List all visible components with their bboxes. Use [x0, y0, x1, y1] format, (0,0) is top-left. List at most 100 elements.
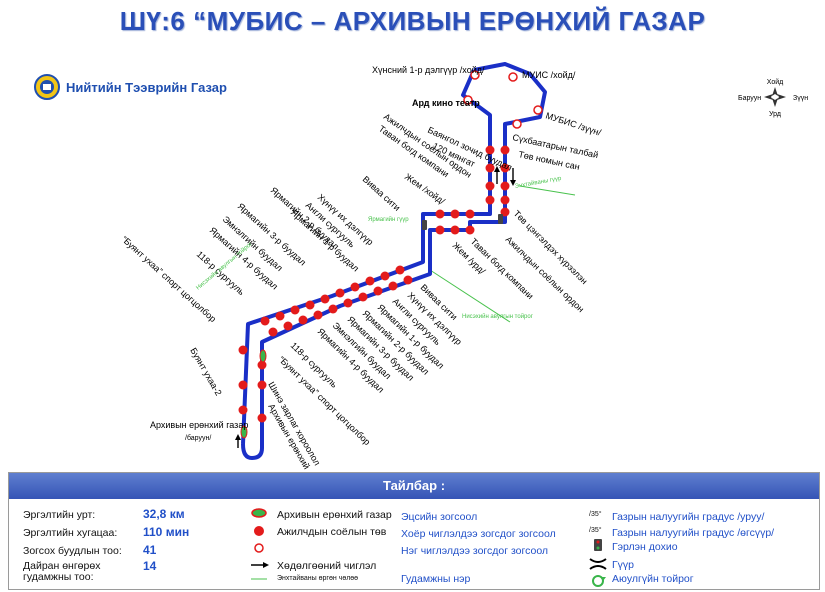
stop-marker	[395, 265, 405, 275]
legend-crossings-label: Дайран өнгөрөх гудамжны тоо:	[23, 560, 101, 583]
stop-label: Жем /хойд/	[403, 171, 447, 206]
green-street-line	[519, 185, 576, 196]
stop-marker	[435, 209, 445, 219]
stop-marker	[485, 181, 495, 191]
stop-label: МУИС /хойд/	[522, 70, 576, 80]
organization-brand: Нийтийн Тээврийн Газар	[34, 74, 227, 100]
stop-marker	[500, 195, 510, 205]
stop-label: Виваа сити	[361, 174, 403, 213]
legend-symbols-2	[589, 539, 607, 587]
legend-slope-down: Газрын налуугийн градус /өгсүүр/	[612, 527, 775, 539]
compass-arrow-icon	[764, 87, 786, 107]
compass-rose: Хойд Урд Баруун Зүүн	[738, 78, 808, 118]
stop-marker	[500, 145, 510, 155]
legend-stop-type-2: Хоёр чиглэлдээ зогсдог зогсоол	[401, 528, 556, 540]
legend-stop-type-1: Эцсийн зогсоол	[401, 511, 478, 523]
stop-marker	[380, 271, 390, 281]
stop-marker	[305, 300, 315, 310]
legend-stops-value: 41	[143, 543, 157, 557]
stop-marker	[335, 288, 345, 298]
traffic-light-icon	[594, 539, 602, 551]
route-loop-end	[241, 443, 264, 461]
stop-label: Ард кино театр	[412, 98, 480, 108]
stop-marker	[365, 276, 375, 286]
compass-south: Урд	[769, 111, 781, 118]
stop-marker	[238, 380, 248, 390]
route-map: Хүнсний 1-р дэлгүүр /хойд/ МУИС /хойд/ М…	[120, 62, 603, 470]
one-direction-stops	[463, 70, 543, 129]
legend-main-stop: Ажилчдын соёлын төв	[277, 526, 387, 538]
legend-street-name: Гудамжны нэр	[401, 573, 471, 585]
stop-marker	[485, 195, 495, 205]
stop-marker	[257, 360, 267, 370]
organization-logo-icon	[34, 74, 60, 100]
legend-bridge: Гүүр	[612, 559, 635, 571]
open-stop-icon	[254, 543, 264, 553]
stop-marker	[257, 413, 267, 423]
terminal-label: Архивын ерөнхий газар	[150, 420, 248, 430]
stop-marker	[403, 275, 413, 285]
stop-marker	[290, 305, 300, 315]
stop-marker	[343, 298, 353, 308]
legend-slope-up: Газрын налуугийн градус /уруу/	[612, 511, 765, 523]
stops-layer	[238, 145, 510, 423]
stop-marker	[260, 316, 270, 326]
one-direction-stop	[508, 72, 518, 82]
stop-marker	[350, 282, 360, 292]
one-direction-stop	[463, 95, 473, 105]
street-annotation: Нисэхийн авулгын тойрог	[462, 313, 534, 320]
stop-marker	[465, 209, 475, 219]
slope-up-icon: /35°	[589, 511, 602, 518]
stop-marker	[313, 310, 323, 320]
green-street-line	[429, 269, 511, 323]
stop-marker	[238, 345, 248, 355]
stop-marker	[485, 163, 495, 173]
one-direction-stop	[470, 70, 480, 80]
stop-label: МУБИС /зүүн/	[544, 110, 602, 137]
street-annotation: Ярмагийн гүүр	[368, 216, 409, 223]
terminal-stop	[259, 349, 267, 363]
stop-marker	[465, 225, 475, 235]
terminal-icon	[251, 508, 267, 518]
stop-label: Буянт ухаа-2	[188, 346, 223, 397]
compass-west: Баруун	[738, 95, 761, 102]
stop-marker	[373, 286, 383, 296]
terminal-stop	[240, 425, 248, 439]
stop-marker	[500, 163, 510, 173]
bridge-icon	[589, 558, 607, 570]
legend: Тайлбар : Эргэлтийн урт: 32,8 км Эргэлти…	[8, 472, 820, 590]
terminal-suffix: /баруун/	[185, 434, 211, 442]
route-line-outbound	[260, 62, 547, 448]
one-direction-stop	[533, 105, 543, 115]
legend-green-line: Энхтайваны өргөн чөлөө	[277, 575, 359, 582]
legend-crossings-value: 14	[143, 559, 157, 573]
direction-arrow-icon	[235, 166, 516, 448]
stop-marker	[388, 281, 398, 291]
one-direction-stop	[512, 119, 522, 129]
stop-marker	[257, 380, 267, 390]
compass-east: Зүүн	[793, 95, 808, 102]
legend-duration-value: 110 мин	[143, 525, 190, 539]
legend-symbols-1	[251, 508, 269, 580]
roundabout-icon	[592, 575, 606, 587]
stop-icon	[254, 526, 264, 536]
compass-north: Хойд	[767, 78, 783, 86]
legend-length-value: 32,8 км	[143, 507, 185, 521]
stop-marker	[500, 207, 510, 217]
page-title: ШҮ:6 “МУБИС – АРХИВЫН ЕРӨНХИЙ ГАЗАР	[119, 6, 706, 36]
traffic-light-icon	[422, 214, 503, 230]
stop-marker	[450, 209, 460, 219]
stop-marker	[298, 315, 308, 325]
stop-marker	[435, 225, 445, 235]
legend-stop-type-3: Нэг чиглэлдээ зогсдог зогсоол	[401, 545, 549, 557]
stop-marker	[485, 145, 495, 155]
legend-stops-label: Зогсох буудлын тоо:	[23, 545, 122, 557]
legend-traffic-light: Гэрлэн дохио	[612, 541, 678, 553]
stop-marker	[275, 311, 285, 321]
stop-marker	[328, 304, 338, 314]
stop-marker	[450, 225, 460, 235]
stop-marker	[283, 321, 293, 331]
